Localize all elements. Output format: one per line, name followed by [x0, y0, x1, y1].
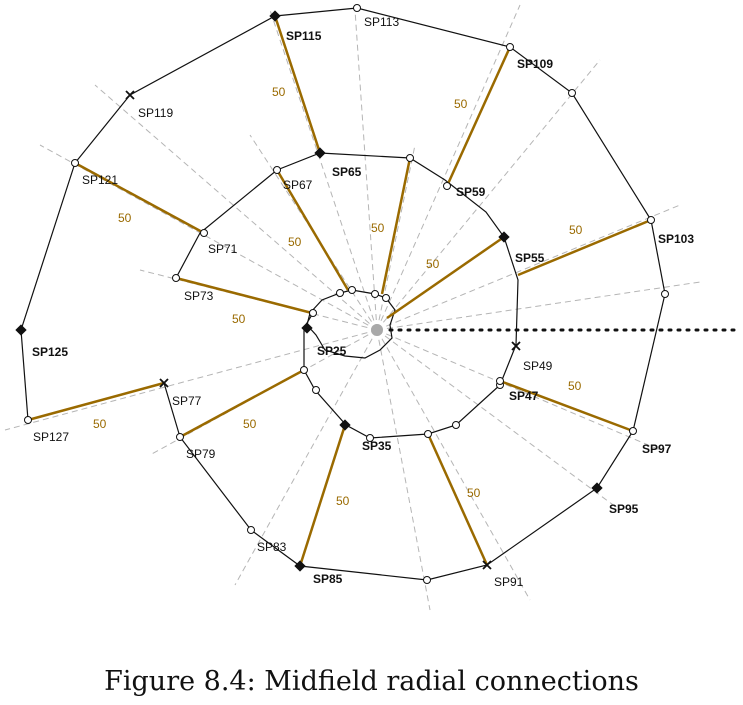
node-sp35: SP35	[339, 419, 392, 453]
node-label: SP85	[313, 572, 343, 586]
length-label: 50	[336, 494, 350, 508]
node-sp49: SP49	[511, 341, 553, 373]
node-label: SP59	[456, 185, 486, 199]
node-label: SP127	[33, 430, 69, 444]
center-hub	[371, 324, 383, 336]
node-sp65: SP65	[314, 147, 362, 179]
length-label: 50	[371, 221, 385, 235]
length-label: 50	[232, 312, 246, 326]
node-label: SP91	[494, 575, 524, 589]
node-sp119: SP119	[125, 90, 173, 120]
labeled-nodes: SP115 SP113 SP109 SP119 SP121 SP65	[15, 4, 694, 589]
length-label: 50	[118, 211, 132, 225]
length-label: 50	[243, 417, 257, 431]
node-sp73: SP73	[172, 274, 214, 303]
node-label: SP121	[82, 173, 118, 187]
node-sp103: SP103	[647, 216, 694, 246]
radial-connections	[27, 15, 652, 567]
node-sp109: SP109	[506, 43, 553, 71]
inner-ring	[306, 289, 396, 359]
length-labels: 50 50 50 50 50 50 50 50 50 50 50 50 50	[93, 85, 583, 508]
length-label: 50	[454, 97, 468, 111]
node-label: SP65	[332, 165, 362, 179]
radial-guide-lines	[4, 4, 701, 611]
node-label: SP115	[286, 29, 322, 43]
length-label: 50	[272, 85, 286, 99]
node-label: SP95	[609, 502, 639, 516]
node-label: SP119	[138, 106, 173, 120]
node-label: SP79	[186, 447, 216, 461]
node-sp83: SP83	[247, 526, 287, 554]
node-label: SP83	[257, 540, 287, 554]
node-sp25: SP25	[301, 322, 347, 358]
length-label: 50	[467, 486, 481, 500]
node-sp77: SP77	[159, 378, 202, 408]
node-label: SP97	[642, 442, 672, 456]
length-label: 50	[288, 235, 302, 249]
node-label: SP35	[362, 439, 392, 453]
length-label: 50	[426, 257, 440, 271]
node-label: SP49	[523, 359, 553, 373]
node-label: SP113	[364, 15, 399, 29]
node-sp113: SP113	[353, 4, 399, 29]
length-label: 50	[568, 379, 582, 393]
node-sp127: SP127	[24, 416, 69, 444]
node-label: SP77	[172, 394, 202, 408]
node-sp85: SP85	[294, 560, 343, 586]
node-label: SP47	[509, 389, 539, 403]
node-sp79: SP79	[176, 433, 216, 461]
length-label: 50	[569, 223, 583, 237]
node-sp95: SP95	[591, 482, 639, 516]
node-sp97: SP97	[629, 427, 672, 456]
node-label: SP71	[208, 242, 238, 256]
figure-caption: Figure 8.4: Midfield radial connections	[104, 666, 639, 697]
node-sp121: SP121	[71, 159, 118, 187]
node-sp59: SP59	[443, 182, 486, 199]
node-label: SP55	[515, 251, 545, 265]
node-sp67: SP67	[273, 166, 313, 192]
node-sp91: SP91	[482, 560, 524, 589]
node-label: SP125	[32, 345, 68, 359]
node-label: SP73	[184, 289, 214, 303]
node-label: SP109	[517, 57, 553, 71]
node-label: SP25	[317, 344, 347, 358]
node-label: SP67	[283, 178, 313, 192]
node-sp47: SP47	[496, 377, 539, 403]
node-sp55: SP55	[498, 231, 545, 265]
node-sp71: SP71	[200, 229, 238, 256]
length-label: 50	[93, 417, 107, 431]
node-label: SP103	[658, 232, 694, 246]
